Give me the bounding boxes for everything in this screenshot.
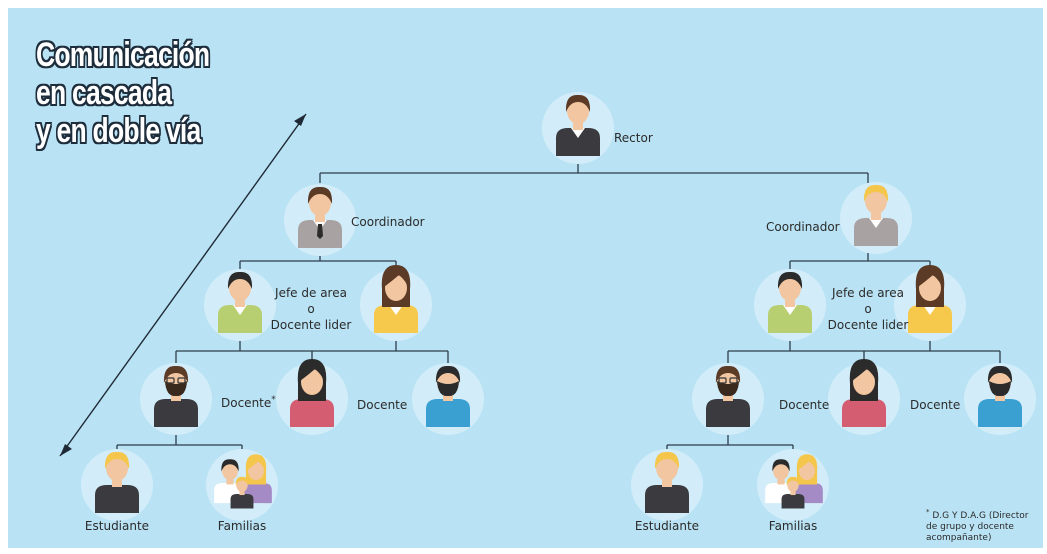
teacher-avatar-female-right: [828, 359, 900, 435]
area-head-line-2: o: [864, 302, 872, 316]
families-label-right: Familias: [768, 519, 818, 533]
footnote-mark: *: [926, 508, 930, 516]
families-label-left: Familias: [217, 519, 267, 533]
student-label-left: Estudiante: [84, 519, 150, 533]
teacher-label-left-2: Docente: [357, 398, 408, 412]
teacher-label-right-1: Docente: [779, 398, 830, 412]
coordinator-label-right: Coordinador: [766, 220, 840, 234]
area-head-avatar-female-left: [360, 265, 432, 341]
area-head-line-3: Docente lider: [827, 318, 909, 332]
arrow-head-up-icon: [294, 114, 306, 126]
teacher-label-left-1: Docente*: [221, 395, 276, 410]
teacher-text: Docente: [221, 396, 272, 410]
footnote-line-3: acompañante): [926, 533, 992, 543]
two-way-arrow: [59, 113, 307, 457]
avatars: [81, 92, 1036, 521]
coordinator-avatar-right: [840, 182, 912, 254]
footnote-line-1: * D.G Y D.A.G (Director: [926, 508, 1029, 521]
title-line-3: y en doble vía: [36, 112, 201, 150]
teacher-avatar-glasses-right: [692, 363, 764, 435]
teacher-avatar-beard-left: [412, 363, 484, 435]
student-avatar-right: [631, 449, 703, 521]
teacher-avatar-beard-right: [964, 363, 1036, 435]
area-head-avatar-male-left: [204, 269, 276, 341]
teacher-avatar-female-left: [276, 359, 348, 435]
rector-avatar: [542, 92, 614, 164]
area-head-avatar-male-right: [754, 269, 826, 341]
footnote-marker: *: [271, 395, 276, 405]
footnote-line-2: de grupo y docente: [926, 522, 1014, 532]
coordinator-avatar-left: [284, 184, 356, 256]
area-head-avatar-female-right: [894, 265, 966, 341]
title-line-2: en cascada: [36, 74, 172, 112]
area-head-line-1: Jefe de area: [832, 286, 904, 300]
area-head-line-1: Jefe de area: [275, 286, 347, 300]
child-figure: [230, 476, 254, 509]
family-icon: [757, 449, 829, 521]
child-figure: [781, 476, 805, 509]
teacher-label-right-2: Docente: [910, 398, 961, 412]
title-line-1: Comunicación: [36, 36, 210, 74]
area-head-label-left: Jefe de area o Docente lider: [271, 285, 352, 333]
rector-label: Rector: [614, 131, 653, 145]
coordinator-label-left: Coordinador: [351, 215, 425, 229]
area-head-label-right: Jefe de area o Docente lider: [828, 285, 909, 333]
area-head-line-3: Docente lider: [270, 318, 352, 332]
connector-lines: [116, 158, 1001, 455]
teacher-avatar-glasses-left: [140, 363, 212, 435]
diagram-panel: Comunicación en cascada y en doble vía R…: [8, 8, 1043, 548]
arrow-head-down-icon: [60, 444, 72, 456]
student-label-right: Estudiante: [634, 519, 700, 533]
student-avatar-left: [81, 449, 153, 521]
footnote: * D.G Y D.A.G (Director de grupo y docen…: [926, 507, 1029, 544]
area-head-line-2: o: [307, 302, 315, 316]
family-icon: [206, 449, 278, 521]
org-chart: [59, 92, 1036, 521]
